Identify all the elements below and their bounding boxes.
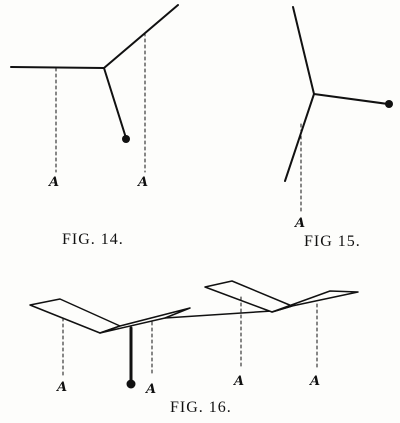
fig-14-weight: [122, 135, 130, 143]
fig-14-caption: FIG. 14.: [62, 231, 124, 248]
fig-16-label-a-4: A: [308, 374, 320, 389]
fig-16-right-wing-b: [271, 290, 359, 313]
fig-15-lower-arm: [284, 93, 315, 182]
fig-16-drawing: [29, 280, 359, 389]
fig-16-weight: [126, 379, 136, 389]
fig-15-weight: [385, 100, 393, 108]
fig-16-label-a-2: A: [144, 382, 156, 397]
fig-16-left-wing-a: [29, 298, 121, 334]
fig-15-label-a: A: [293, 216, 305, 231]
fig-14-left-arm: [10, 66, 105, 69]
fig-14-drawing: [10, 4, 179, 173]
fig-14-label-a-left: A: [47, 175, 59, 190]
fig-16-label-a-1: A: [55, 380, 67, 395]
fig-16-connecting-rod: [164, 310, 273, 319]
fig-14-label-a-right: A: [136, 175, 148, 190]
fig-16-left-wing-b: [99, 307, 191, 334]
fig-15-right-arm: [313, 93, 389, 105]
fig-15-drawing: [284, 6, 393, 214]
fig-15-caption: FIG 15.: [304, 233, 361, 250]
fig-14-upper-arm: [103, 4, 179, 69]
fig-16-label-a-3: A: [232, 374, 244, 389]
fig-16-right-wing-a: [204, 280, 293, 313]
fig-15-upper-arm: [292, 6, 315, 95]
fig-14-lower-arm: [103, 67, 127, 139]
fig-16-caption: FIG. 16.: [170, 399, 232, 416]
